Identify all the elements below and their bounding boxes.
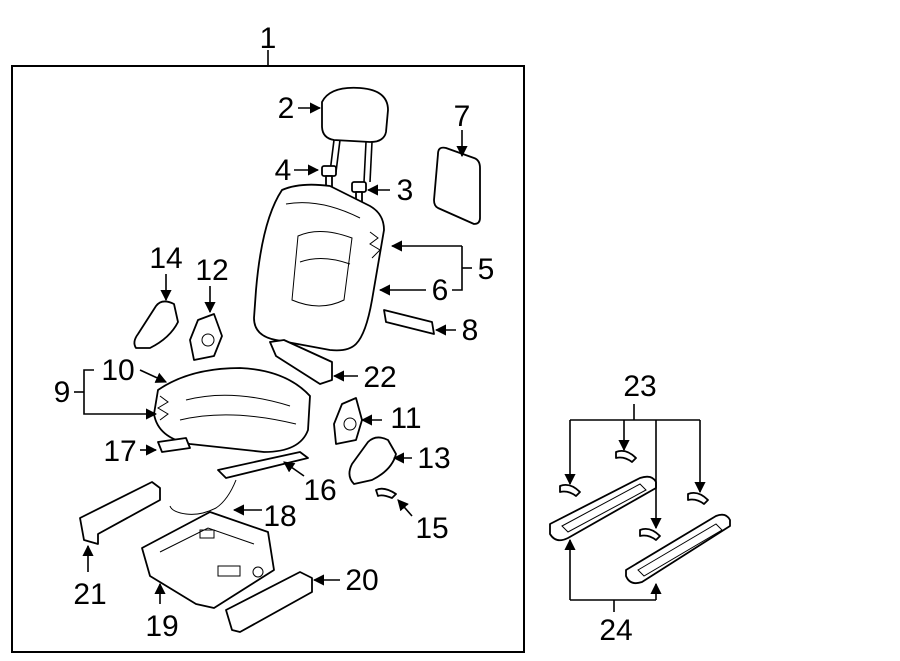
clip [375,487,397,499]
seat-frame [141,511,275,609]
recliner-left [189,313,223,361]
callout-15: 15 [415,512,448,545]
seat-cushion [153,367,311,453]
clip-23a [559,483,581,497]
callout-10-arrow [139,369,168,383]
headrest-guide-left [321,165,337,189]
recliner-right [333,397,363,445]
clip-23d [687,491,709,505]
callout-17: 17 [103,435,136,468]
headrest [321,86,389,183]
hinge-cover-left [133,300,179,349]
callout-9-bracket [83,369,94,415]
callout-22: 22 [363,361,396,394]
adjust-lever [157,437,191,453]
cable [169,479,237,515]
callout-15-arrow [397,499,413,517]
callout-8: 8 [462,314,479,347]
clip-23c [639,527,661,541]
callout-7: 7 [454,100,471,133]
seat-track [217,451,309,479]
clip-23b [615,449,637,463]
hinge-cover-right [348,436,397,485]
callout-14: 14 [149,242,182,275]
callout-1: 1 [260,22,277,55]
callout-16: 16 [303,474,336,507]
callout-5: 5 [478,253,495,286]
back-panel [433,146,481,225]
callout-24: 24 [599,614,632,647]
armrest-tray-right [625,513,731,585]
callout-18: 18 [263,500,296,533]
callout-3: 3 [397,174,414,207]
callout-21: 21 [73,578,106,611]
callout-12: 12 [195,254,228,287]
callout-6: 6 [432,274,449,307]
callout-2: 2 [278,92,295,125]
trim-strip [383,309,435,335]
cushion-bracket [269,339,333,385]
side-cover [225,571,313,633]
callout-5-bracket [452,246,463,291]
callout-13: 13 [417,442,450,475]
callout-23: 23 [623,370,656,403]
callout-16-arrow [283,461,305,477]
callout-9: 9 [54,376,71,409]
callout-20: 20 [345,564,378,597]
seat-back [253,183,385,352]
side-bracket [79,481,161,545]
callout-10: 10 [101,354,134,387]
callout-11: 11 [390,402,421,435]
callout-4: 4 [275,154,292,187]
callout-19: 19 [145,610,178,643]
